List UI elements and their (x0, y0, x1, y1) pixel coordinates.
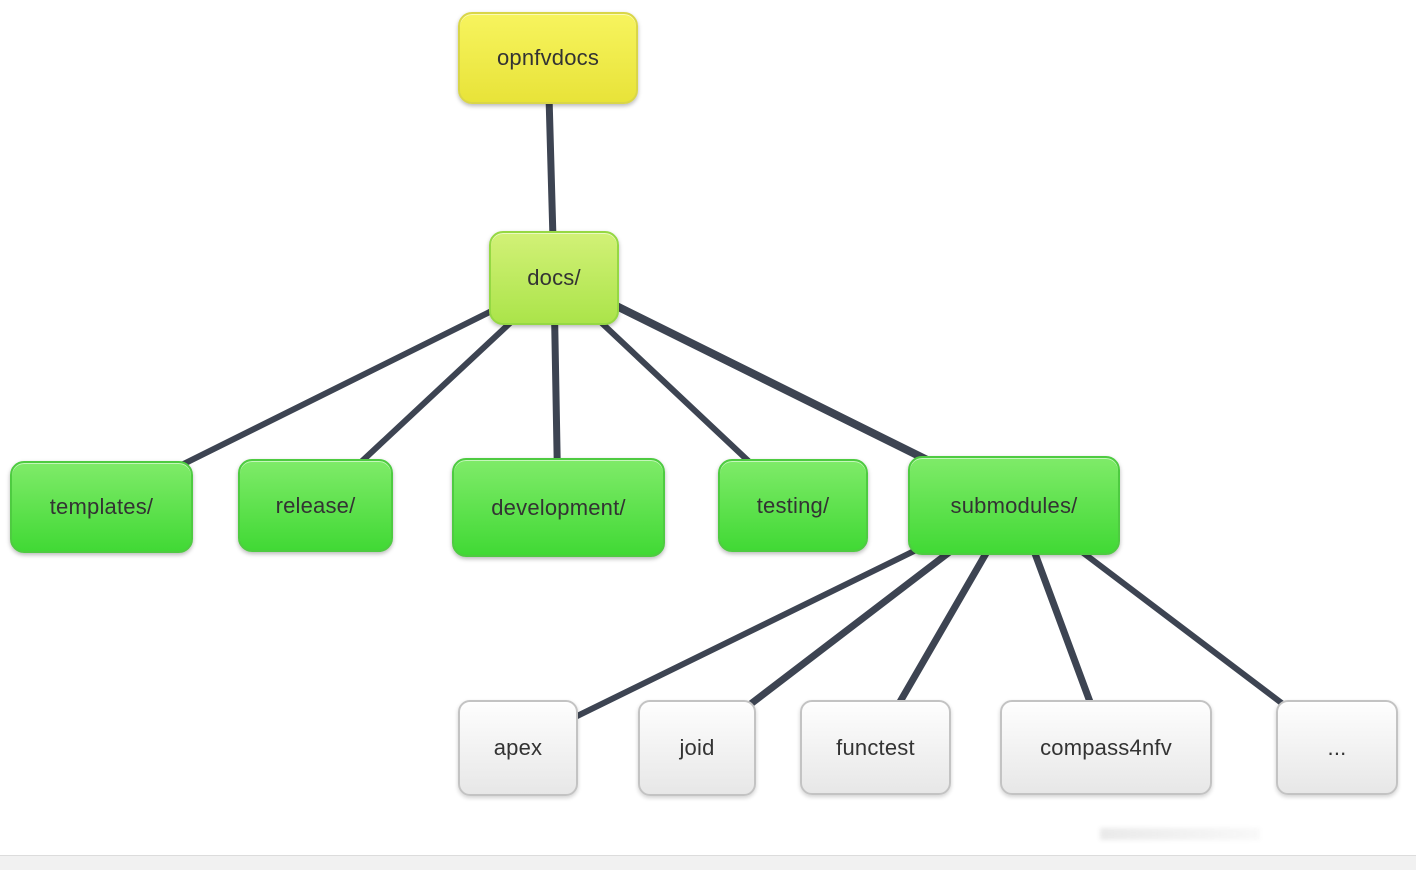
node-functest-label: functest (836, 734, 915, 760)
node-docs: docs/ (489, 231, 619, 325)
node-joid-label: joid (679, 735, 715, 760)
node-compass4nfv: compass4nfv (1000, 700, 1212, 795)
node-functest: functest (800, 700, 951, 795)
node-release: release/ (238, 459, 393, 552)
node-compass4nfv-label: compass4nfv (1040, 734, 1172, 760)
node-testing: testing/ (718, 459, 868, 552)
node-release-label: release/ (275, 492, 356, 518)
node-opnfvdocs: opnfvdocs (458, 12, 638, 104)
node-apex: apex (458, 700, 578, 796)
node-more: ... (1276, 700, 1398, 795)
bottom-bar (0, 855, 1416, 870)
node-submodules: submodules/ (908, 456, 1120, 555)
node-development-label: development/ (491, 494, 626, 520)
node-templates: templates/ (10, 461, 193, 553)
faint-smudge (1100, 828, 1260, 840)
node-docs-label: docs/ (527, 265, 581, 290)
node-apex-label: apex (493, 735, 543, 760)
node-testing-label: testing/ (756, 492, 830, 518)
node-templates-label: templates/ (49, 494, 154, 519)
node-joid: joid (638, 700, 756, 796)
node-more-label: ... (1327, 734, 1347, 760)
node-development: development/ (452, 458, 665, 557)
node-opnfvdocs-label: opnfvdocs (496, 45, 600, 70)
node-submodules-label: submodules/ (950, 492, 1078, 518)
